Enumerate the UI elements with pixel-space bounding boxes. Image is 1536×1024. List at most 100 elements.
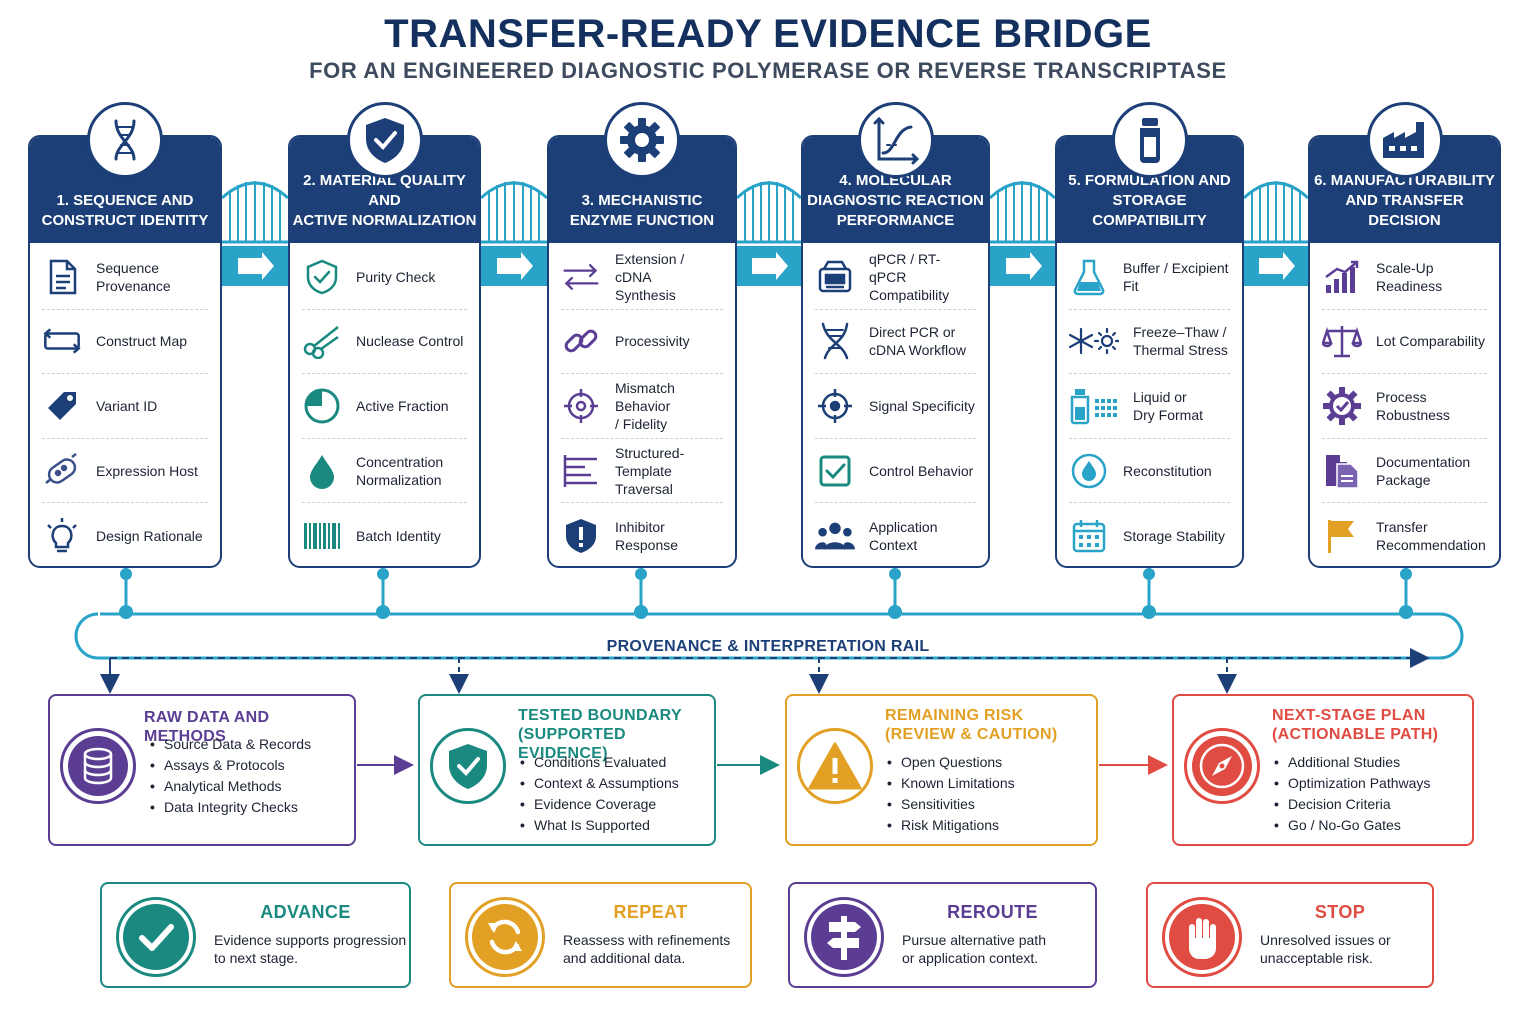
stage-items: Purity Check Nuclease Control Active Fra… <box>290 245 479 564</box>
stage-item[interactable]: Design Rationale <box>42 503 208 568</box>
stage-item[interactable]: Freeze–Thaw / Thermal Stress <box>1069 310 1230 375</box>
stage-card-4[interactable]: 4. MOLECULAR DIAGNOSTIC REACTION PERFORM… <box>801 102 990 568</box>
item-label: Documentation Package <box>1376 453 1471 488</box>
page-title: TRANSFER-READY EVIDENCE BRIDGE <box>384 12 1152 56</box>
evidence-tested-boundary[interactable]: TESTED BOUNDARY (SUPPORTED EVIDENCE) Con… <box>418 694 716 846</box>
stage-item[interactable]: Application Context <box>815 503 976 568</box>
gear-check-icon <box>1322 386 1362 426</box>
list-item: Data Integrity Checks <box>148 797 311 818</box>
stage-item[interactable]: Extension / cDNA Synthesis <box>561 245 723 310</box>
stage-item[interactable]: Expression Host <box>42 439 208 504</box>
item-label: Inhibitor Response <box>615 518 679 553</box>
decision-repeat[interactable]: REPEAT Reassess with refinements and add… <box>449 882 752 988</box>
tag-icon <box>42 386 82 426</box>
bridge-3-4 <box>735 181 803 244</box>
evidence-list: Conditions Evaluated Context & Assumptio… <box>518 752 679 836</box>
scale-icon <box>1322 321 1362 361</box>
database-icon <box>60 728 136 804</box>
compass-icon <box>1184 728 1260 804</box>
stage-item[interactable]: Nuclease Control <box>302 310 467 375</box>
stage-item[interactable]: Liquid or Dry Format <box>1069 374 1230 439</box>
item-label: Freeze–Thaw / Thermal Stress <box>1133 324 1228 359</box>
stage-item[interactable]: Batch Identity <box>302 503 467 568</box>
item-label: Expression Host <box>96 462 198 479</box>
flag-icon <box>1322 516 1362 556</box>
stage-item[interactable]: Control Behavior <box>815 439 976 504</box>
decision-reroute[interactable]: REROUTE Pursue alternative path or appli… <box>788 882 1097 988</box>
decision-title: REPEAT <box>613 902 688 922</box>
item-label: Process Robustness <box>1376 388 1450 423</box>
stage-item[interactable]: Storage Stability <box>1069 503 1230 568</box>
evidence-list: Open Questions Known Limitations Sensiti… <box>885 752 1015 836</box>
stage-item[interactable]: Direct PCR or cDNA Workflow <box>815 310 976 375</box>
stage-item[interactable]: Inhibitor Response <box>561 503 723 568</box>
stage-item[interactable]: Scale-Up Readiness <box>1322 245 1487 310</box>
bacterium-icon <box>42 451 82 491</box>
stage-item[interactable]: Signal Specificity <box>815 374 976 439</box>
stage-item[interactable]: Structured-Template Traversal <box>561 439 723 504</box>
shield-check-icon <box>430 728 506 804</box>
item-label: Purity Check <box>356 268 436 285</box>
evidence-remaining-risk[interactable]: REMAINING RISK (REVIEW & CAUTION) Open Q… <box>785 694 1098 846</box>
dna-icon <box>815 321 855 361</box>
item-label: Extension / cDNA Synthesis <box>615 250 685 303</box>
list-item: Known Limitations <box>885 773 1015 794</box>
list-item: Conditions Evaluated <box>518 752 679 773</box>
bridge-1-2 <box>220 181 290 244</box>
evidence-title: NEXT-STAGE PLAN (ACTIONABLE PATH) <box>1272 707 1439 743</box>
evidence-raw-data[interactable]: RAW DATA AND METHODS Source Data & Recor… <box>48 694 356 846</box>
stage-item[interactable]: Concentration Normalization <box>302 439 467 504</box>
item-label: Design Rationale <box>96 527 203 544</box>
check-icon <box>116 897 196 977</box>
list-item: Sensitivities <box>885 794 1015 815</box>
evidence-next-stage-plan[interactable]: NEXT-STAGE PLAN (ACTIONABLE PATH) Additi… <box>1172 694 1474 846</box>
stage-item[interactable]: qPCR / RT-qPCR Compatibility <box>815 245 976 310</box>
rail-dashed-distribution <box>100 648 1430 694</box>
item-label: Active Fraction <box>356 397 449 414</box>
item-label: Structured-Template Traversal <box>615 444 685 497</box>
calendar-icon <box>1069 516 1109 556</box>
stage-item[interactable]: Purity Check <box>302 245 467 310</box>
item-label: Transfer Recommendation <box>1376 518 1486 553</box>
rail-label: PROVENANCE & INTERPRETATION RAIL <box>520 638 1016 656</box>
document-icon <box>42 257 82 297</box>
decision-stop[interactable]: STOP Unresolved issues or unacceptable r… <box>1146 882 1434 988</box>
stage-item[interactable]: Variant ID <box>42 374 208 439</box>
list-item: Context & Assumptions <box>518 773 679 794</box>
stage-item[interactable]: Reconstitution <box>1069 439 1230 504</box>
barcode-icon <box>302 516 342 556</box>
stage-title: 4. MOLECULAR DIAGNOSTIC REACTION PERFORM… <box>807 172 984 229</box>
decision-advance[interactable]: ADVANCE Evidence supports progression to… <box>100 882 411 988</box>
water-drop-icon <box>1069 451 1109 491</box>
stage-item[interactable]: Process Robustness <box>1322 374 1487 439</box>
stage-title: 3. MECHANISTIC ENZYME FUNCTION <box>569 192 715 229</box>
item-label: Variant ID <box>96 397 158 414</box>
stage-item[interactable]: Processivity <box>561 310 723 375</box>
page-subtitle: FOR AN ENGINEERED DIAGNOSTIC POLYMERASE … <box>309 58 1227 83</box>
item-label: Concentration Normalization <box>356 453 444 488</box>
structure-icon <box>561 451 601 491</box>
item-label: Sequence Provenance <box>96 259 171 294</box>
stage-card-5[interactable]: 5. FORMULATION AND STORAGE COMPATIBILITY… <box>1055 102 1244 568</box>
stage-item[interactable]: Buffer / Excipient Fit <box>1069 245 1230 310</box>
bridge-4-5 <box>988 181 1057 244</box>
stage-card-6[interactable]: 6. MANUFACTURABILITY AND TRANSFER DECISI… <box>1308 102 1501 568</box>
stage-card-3[interactable]: 3. MECHANISTIC ENZYME FUNCTION Extension… <box>547 102 737 568</box>
stage-card-1[interactable]: 1. SEQUENCE AND CONSTRUCT IDENTITY Seque… <box>28 102 222 568</box>
stage-item[interactable]: Active Fraction <box>302 374 467 439</box>
list-item: Analytical Methods <box>148 776 311 797</box>
stage-item[interactable]: Lot Comparability <box>1322 310 1487 375</box>
stage-item[interactable]: Transfer Recommendation <box>1322 503 1487 568</box>
bridge-5-6 <box>1242 181 1310 244</box>
item-label: qPCR / RT-qPCR Compatibility <box>869 250 950 303</box>
stage-item[interactable]: Mismatch Behavior / Fidelity <box>561 374 723 439</box>
stage-item[interactable]: Sequence Provenance <box>42 245 208 310</box>
item-label: Reconstitution <box>1123 462 1212 479</box>
stage-card-2[interactable]: 2. MATERIAL QUALITY AND ACTIVE NORMALIZA… <box>288 102 481 568</box>
bottle-grid-icon <box>1069 386 1119 426</box>
stage-item[interactable]: Construct Map <box>42 310 208 375</box>
stage-title: 1. SEQUENCE AND CONSTRUCT IDENTITY <box>41 192 209 229</box>
stage-item[interactable]: Documentation Package <box>1322 439 1487 504</box>
decision-title: STOP <box>1314 902 1366 922</box>
construct-map-icon <box>42 321 82 361</box>
